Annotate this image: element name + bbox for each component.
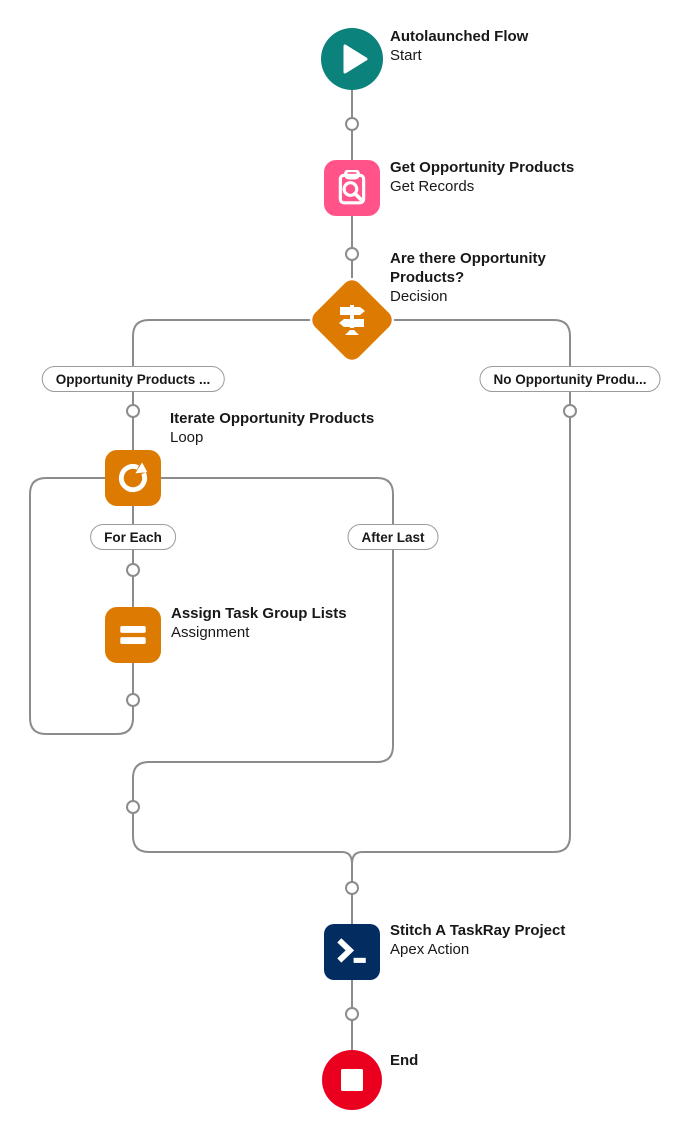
add-element-point[interactable]: [345, 881, 359, 895]
signpost-icon: [339, 305, 365, 335]
end-node[interactable]: [322, 1050, 382, 1110]
connector-line: [351, 319, 571, 865]
add-element-point[interactable]: [345, 117, 359, 131]
node-title: Assign Task Group Lists: [171, 605, 347, 622]
node-subtitle: Apex Action: [390, 941, 470, 958]
start-node[interactable]: [321, 28, 383, 90]
node-subtitle: Start: [390, 47, 422, 64]
start-node-label: Autolaunched Flow Start: [390, 27, 528, 65]
apex-action-node[interactable]: [324, 924, 380, 980]
add-element-point[interactable]: [126, 800, 140, 814]
node-title: Get Opportunity Products: [390, 159, 575, 176]
loop-arrow-icon: [118, 462, 148, 493]
loop-node[interactable]: [105, 450, 161, 506]
decision-node[interactable]: [308, 276, 396, 364]
add-element-point[interactable]: [345, 247, 359, 261]
node-subtitle: Decision: [390, 288, 448, 305]
node-subtitle: Get Records: [390, 178, 475, 195]
decision-outcome-label-left: Opportunity Products ...: [41, 366, 225, 392]
assignment-node[interactable]: [105, 607, 161, 663]
add-element-point[interactable]: [563, 404, 577, 418]
add-element-point[interactable]: [126, 693, 140, 707]
loop-node-label: Iterate Opportunity Products Loop: [170, 409, 374, 447]
assignment-node-label: Assign Task Group Lists Assignment: [171, 604, 347, 642]
node-subtitle: Assignment: [171, 624, 250, 641]
node-title: Stitch A TaskRay Project: [390, 922, 566, 939]
node-title: Are there Opportunity Products?: [390, 250, 546, 286]
add-element-point[interactable]: [126, 563, 140, 577]
get-records-node-label: Get Opportunity Products Get Records: [390, 158, 574, 196]
terminal-icon: [337, 938, 366, 963]
decision-node-label: Are there Opportunity Products? Decision: [390, 249, 600, 306]
add-element-point[interactable]: [345, 1007, 359, 1021]
record-lookup-icon: [338, 170, 366, 205]
add-element-point[interactable]: [126, 404, 140, 418]
end-node-label: End: [390, 1051, 418, 1070]
node-title: Iterate Opportunity Products: [170, 410, 375, 427]
loop-after-last-label: After Last: [347, 524, 439, 550]
connector-line: [132, 477, 394, 865]
equals-icon: [120, 626, 146, 644]
connector-line: [29, 477, 134, 735]
stop-icon: [341, 1069, 363, 1091]
connector-line: [132, 319, 310, 450]
node-title: Autolaunched Flow: [390, 28, 529, 45]
loop-for-each-label: For Each: [90, 524, 176, 550]
decision-outcome-label-right: No Opportunity Produ...: [479, 366, 661, 392]
node-subtitle: Loop: [170, 429, 204, 446]
get-records-node[interactable]: [324, 160, 380, 216]
apex-action-node-label: Stitch A TaskRay Project Apex Action: [390, 921, 565, 959]
node-title: End: [390, 1052, 419, 1069]
play-icon: [343, 44, 368, 74]
